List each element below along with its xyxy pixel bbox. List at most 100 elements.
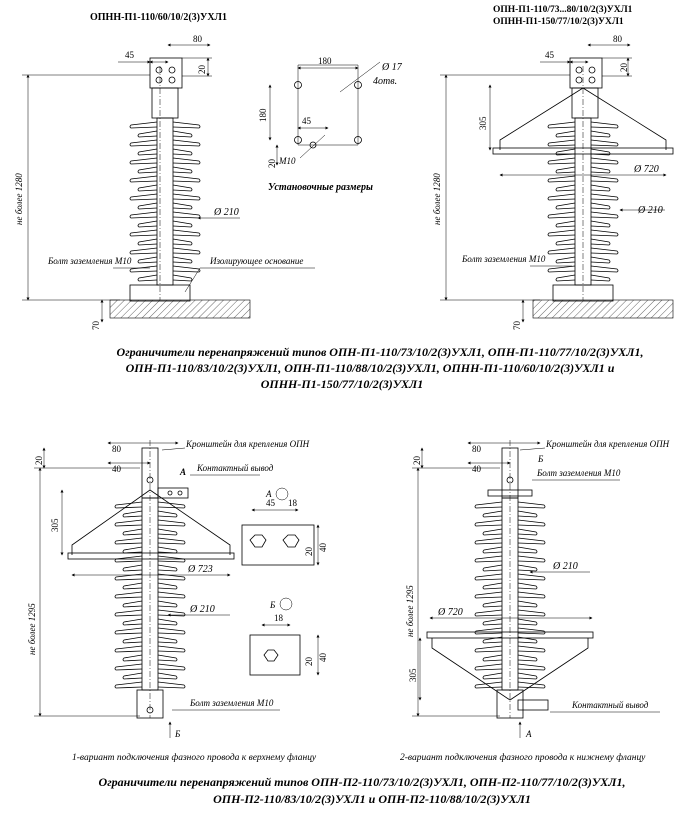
svg-text:Ø 720: Ø 720 bbox=[437, 607, 463, 618]
insulator-shed bbox=[474, 573, 546, 581]
insulator-shed bbox=[474, 645, 546, 653]
svg-text:Ø 210: Ø 210 bbox=[213, 207, 239, 218]
insulator-shed bbox=[482, 546, 538, 554]
svg-text:305: 305 bbox=[478, 116, 488, 130]
insulator-shed bbox=[114, 573, 186, 581]
insulator-shed bbox=[129, 157, 201, 165]
insulator-shed bbox=[474, 501, 546, 509]
insulator-shed bbox=[474, 609, 546, 617]
svg-text:Б: Б bbox=[174, 729, 181, 739]
insulator-shed bbox=[137, 148, 193, 156]
svg-text:20: 20 bbox=[267, 159, 277, 169]
insulator-shed bbox=[137, 166, 193, 174]
insulator-shed bbox=[122, 582, 178, 590]
insulator-shed bbox=[129, 211, 201, 219]
svg-text:не более 1295: не более 1295 bbox=[405, 585, 415, 637]
insulator-shed bbox=[555, 166, 611, 174]
svg-text:Болт заземления М10: Болт заземления М10 bbox=[47, 256, 132, 266]
svg-text:Изолирующее основание: Изолирующее основание bbox=[209, 256, 303, 266]
svg-text:20: 20 bbox=[412, 456, 422, 466]
svg-text:А: А bbox=[525, 729, 532, 739]
caption-bottom: Ограничители перенапряжений типов ОПН-П2… bbox=[99, 775, 626, 806]
svg-text:М10: М10 bbox=[278, 156, 296, 166]
view-b-detail: Б 18 40 20 bbox=[249, 597, 328, 676]
svg-text:Б: Б bbox=[269, 600, 276, 610]
view-a-detail: А 45 18 40 20 bbox=[241, 487, 328, 566]
svg-text:Кронштейн для крепления ОПН: Кронштейн для крепления ОПН bbox=[185, 439, 310, 449]
svg-text:Болт заземления М10: Болт заземления М10 bbox=[461, 254, 546, 264]
svg-text:40: 40 bbox=[318, 653, 328, 663]
svg-text:Ø 210: Ø 210 bbox=[552, 561, 578, 572]
svg-text:1-вариант подключения фазного: 1-вариант подключения фазного провода к … bbox=[72, 752, 317, 763]
insulator-shed bbox=[122, 510, 178, 518]
svg-text:не более 1280: не более 1280 bbox=[432, 173, 442, 225]
insulator-shed bbox=[547, 193, 619, 201]
svg-text:40: 40 bbox=[318, 543, 328, 553]
svg-text:20: 20 bbox=[304, 657, 314, 667]
insulator-shed bbox=[547, 139, 619, 147]
svg-text:20: 20 bbox=[34, 456, 44, 466]
insulator-shed bbox=[474, 627, 546, 635]
top-flange bbox=[149, 57, 183, 89]
insulator-shed bbox=[129, 229, 201, 237]
insulator-shed bbox=[547, 211, 619, 219]
arrester-top-left: ОПНН-П1-110/60/10/2(3)УХЛ1 45 80 20 не б… bbox=[14, 12, 315, 330]
insulator-shed bbox=[122, 546, 178, 554]
insulator-shed bbox=[474, 663, 546, 671]
svg-text:Ø 17: Ø 17 bbox=[381, 62, 403, 73]
svg-text:Б: Б bbox=[537, 454, 544, 464]
svg-text:80: 80 bbox=[112, 444, 122, 454]
svg-text:ОПН-П2-110/83/10/2(3)УХЛ1 и ОП: ОПН-П2-110/83/10/2(3)УХЛ1 и ОПН-П2-110/8… bbox=[213, 792, 531, 806]
insulator-shed bbox=[547, 175, 619, 183]
insulator-shed bbox=[122, 564, 178, 572]
insulator-shed bbox=[114, 645, 186, 653]
svg-text:Ограничители перенапряжений ти: Ограничители перенапряжений типов ОПН-П2… bbox=[99, 775, 626, 789]
svg-text:4отв.: 4отв. bbox=[373, 76, 397, 87]
svg-text:45: 45 bbox=[302, 116, 312, 126]
insulator-shed bbox=[114, 501, 186, 509]
insulator-shed bbox=[122, 618, 178, 626]
insulator-shed bbox=[137, 238, 193, 246]
insulator-shed bbox=[482, 510, 538, 518]
svg-text:Ø 720: Ø 720 bbox=[633, 164, 659, 175]
svg-text:2-вариант подключения фазного: 2-вариант подключения фазного провода к … bbox=[400, 752, 646, 763]
svg-text:Ø 723: Ø 723 bbox=[187, 564, 213, 575]
insulator-shed bbox=[474, 519, 546, 527]
insulator-shed bbox=[122, 600, 178, 608]
insulator-shed bbox=[482, 618, 538, 626]
svg-text:Установочные размеры: Установочные размеры bbox=[268, 182, 373, 193]
insulator-shed bbox=[555, 148, 611, 156]
insulator-shed bbox=[114, 555, 186, 563]
insulator-shed bbox=[474, 681, 546, 689]
insulator-shed bbox=[474, 591, 546, 599]
insulator-shed bbox=[137, 202, 193, 210]
insulator-shed bbox=[482, 600, 538, 608]
insulator-shed bbox=[547, 121, 619, 129]
insulator-shed bbox=[114, 627, 186, 635]
svg-text:70: 70 bbox=[91, 321, 101, 331]
insulator-shed bbox=[482, 636, 538, 644]
insulator-shed bbox=[129, 175, 201, 183]
insulator-shed bbox=[114, 681, 186, 689]
svg-text:20: 20 bbox=[619, 63, 629, 73]
insulator-shed bbox=[555, 256, 611, 264]
mounting-dimensions: 180 180 Ø 17 4отв. 45 20 М10 Установочны… bbox=[258, 56, 403, 193]
svg-text:45: 45 bbox=[125, 50, 135, 60]
insulator-shed bbox=[555, 130, 611, 138]
insulator-shed bbox=[122, 654, 178, 662]
svg-text:Болт заземления М10: Болт заземления М10 bbox=[536, 468, 621, 478]
svg-text:ОПНН-П1-150/77/10/2(3)УХЛ1: ОПНН-П1-150/77/10/2(3)УХЛ1 bbox=[261, 377, 424, 391]
insulator-shed bbox=[114, 537, 186, 545]
svg-text:305: 305 bbox=[50, 518, 60, 532]
svg-text:Ø 210: Ø 210 bbox=[189, 604, 215, 615]
svg-text:80: 80 bbox=[472, 444, 482, 454]
insulator-shed bbox=[474, 537, 546, 545]
svg-text:А: А bbox=[265, 489, 272, 499]
insulator-shed bbox=[482, 582, 538, 590]
svg-text:ОПН-П1-110/73...80/10/2(3)УХЛ1: ОПН-П1-110/73...80/10/2(3)УХЛ1 bbox=[493, 4, 633, 15]
svg-text:80: 80 bbox=[613, 34, 623, 44]
svg-text:Ø 210: Ø 210 bbox=[637, 205, 663, 216]
svg-text:Контактный вывод: Контактный вывод bbox=[196, 463, 274, 473]
insulator-shed bbox=[474, 555, 546, 563]
